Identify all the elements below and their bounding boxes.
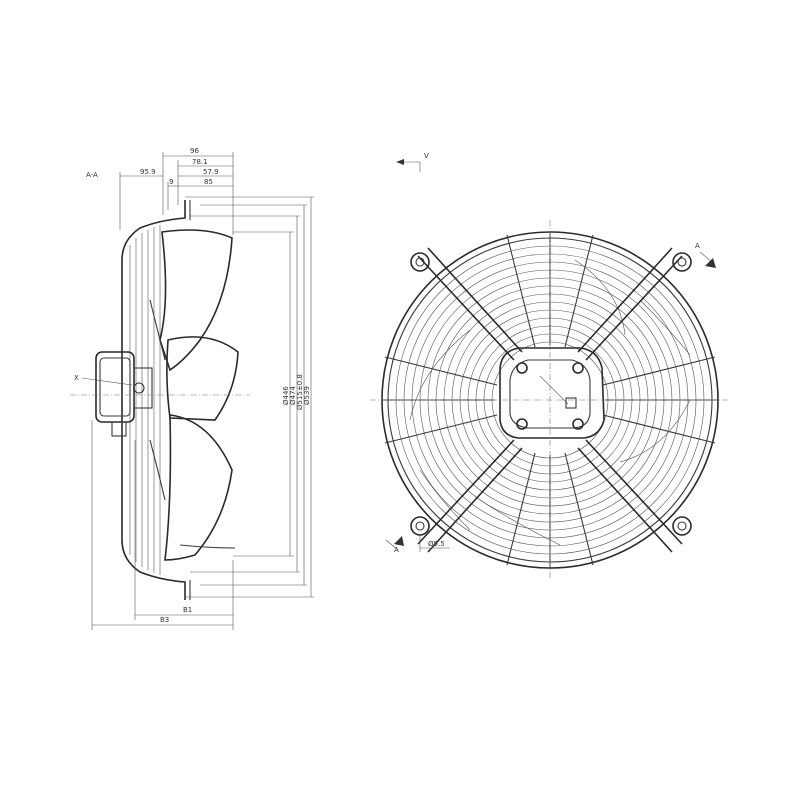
- section-marker-top: A: [695, 242, 700, 250]
- dim-b1: B1: [183, 606, 192, 614]
- diameter-dimensions: Ø446 Ø474 Ø515±0.8 Ø539: [185, 196, 314, 598]
- dim-96: 96: [190, 147, 199, 155]
- dim-9: 9: [169, 178, 173, 186]
- section-marker-bottom: A: [394, 546, 399, 554]
- mounting-ears: [410, 252, 692, 536]
- detail-label: X: [74, 374, 79, 382]
- hole-dimension: Ø9.5: [419, 535, 450, 552]
- dim-b3: B3: [160, 616, 169, 624]
- motor-housing: X: [74, 351, 153, 437]
- guard-wires: [129, 225, 161, 575]
- motor-box: [499, 347, 605, 439]
- bottom-dimensions: B1 B3: [91, 420, 234, 630]
- dim-d515: Ø515±0.8: [296, 374, 304, 410]
- side-section-view: A-A 96 78.1 95.9 57.9 9 85: [70, 147, 314, 630]
- dim-78-1: 78.1: [192, 158, 208, 166]
- section-label: A-A: [86, 171, 98, 179]
- dim-hole: Ø9.5: [428, 540, 445, 548]
- dim-d446: Ø446: [282, 386, 290, 405]
- view-label: V: [424, 152, 429, 160]
- dim-85: 85: [204, 178, 213, 186]
- dim-57-9: 57.9: [203, 168, 219, 176]
- dim-d539: Ø539: [303, 386, 311, 405]
- top-dimensions: 96 78.1 95.9 57.9 9 85: [119, 147, 234, 235]
- front-view: V: [370, 152, 730, 580]
- mounting-struts: [417, 247, 683, 553]
- dim-d474: Ø474: [289, 386, 297, 405]
- section-markers: A A: [385, 242, 716, 554]
- fan-blades: [149, 229, 239, 561]
- dim-95-9: 95.9: [140, 168, 156, 176]
